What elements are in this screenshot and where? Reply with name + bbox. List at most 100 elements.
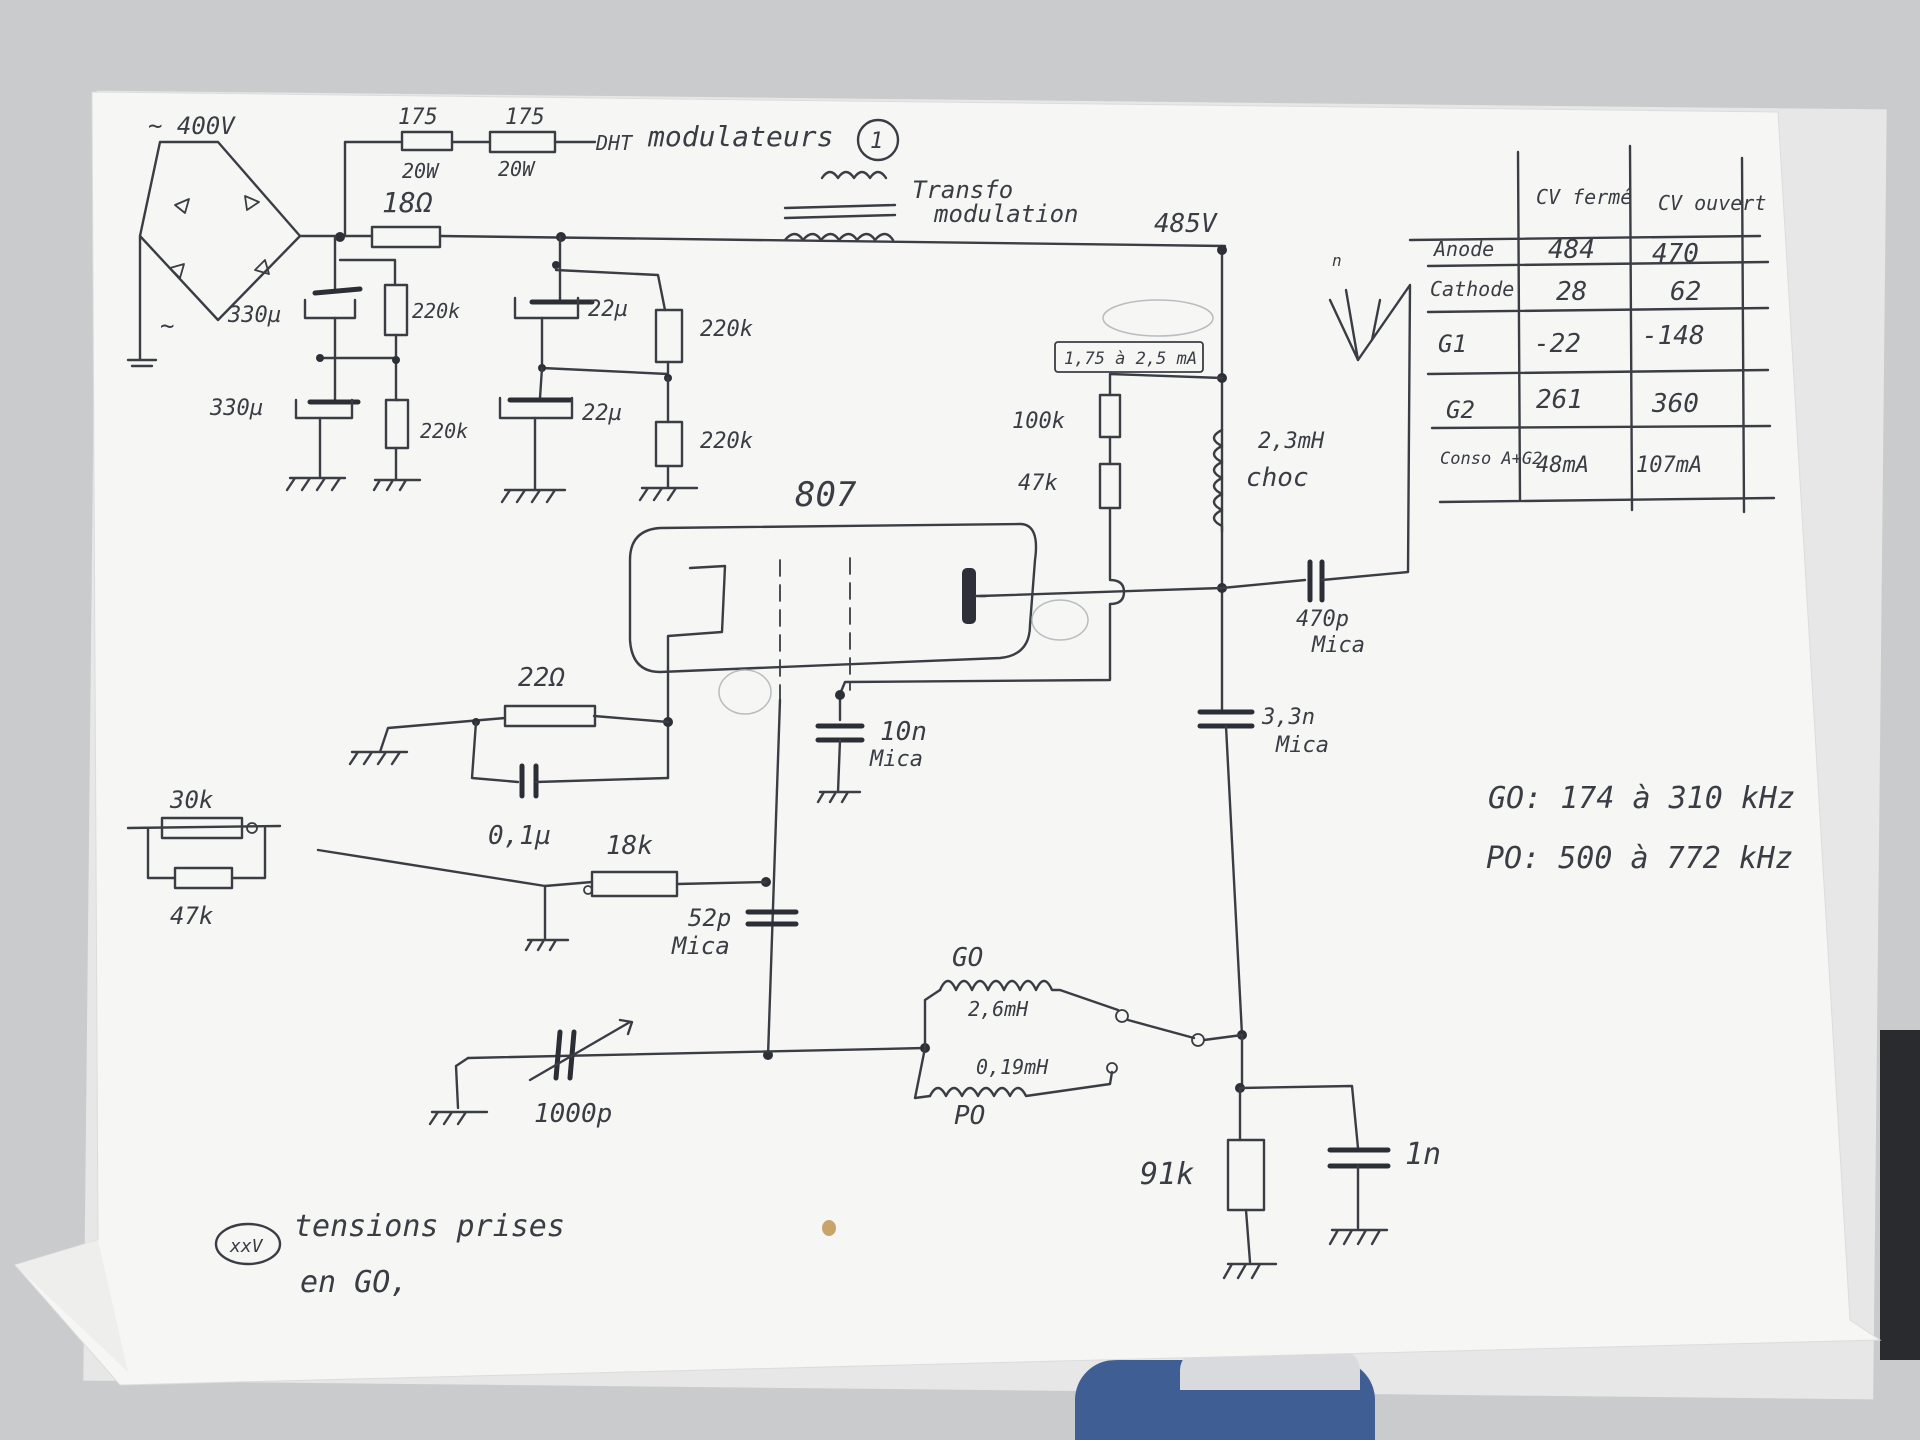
eraser-ghost: [1031, 599, 1089, 641]
ground-4: [638, 376, 699, 502]
ground-1: [285, 416, 347, 492]
cap-52p: [745, 909, 799, 927]
conso-a: 48mA: [1536, 453, 1589, 478]
note-badge-text: xxV: [229, 1236, 264, 1257]
resistor-47k: [173, 866, 234, 890]
choke-value: 2,3mH: [1258, 429, 1325, 454]
hv-voltage: 485V: [1154, 209, 1218, 239]
r22-label: 22Ω: [518, 663, 565, 693]
tube-name: 807: [795, 475, 857, 515]
po-inductance: 0,19mH: [976, 1055, 1049, 1079]
resistor-22-ohm: [503, 704, 597, 728]
cvar-label: 1000p: [534, 1099, 612, 1129]
r2-value: 175: [505, 105, 545, 130]
paper-fold-left: [15, 1240, 128, 1372]
mica-1: Mica: [1311, 633, 1365, 658]
cathode-element: [666, 564, 727, 670]
tube-807: 807: [628, 475, 1038, 701]
note-badge: [214, 1222, 282, 1266]
anode-b: 470: [1652, 239, 1699, 269]
antenna-mark: n: [1332, 251, 1342, 270]
r91k-label: 91k: [1140, 1157, 1194, 1192]
row-label-g1: G1: [1438, 330, 1467, 358]
r47k-label: 47k: [170, 902, 214, 930]
c01-label: 0,1µ: [488, 821, 551, 851]
cvar-ground: [428, 1056, 489, 1126]
go-range: GO: 174 à 310 kHz: [1488, 781, 1795, 816]
g2-b: 360: [1651, 389, 1699, 419]
cap-22u-1: [513, 296, 580, 320]
row-label-cathode: Cathode: [1430, 277, 1514, 301]
c52p-label: 52p: [688, 904, 731, 932]
r30k-label: 30k: [169, 786, 214, 814]
r220k-4-label: 220k: [700, 429, 753, 454]
g1-b: -148: [1642, 321, 1705, 351]
transfo-label-1: Transfo: [912, 176, 1013, 204]
c3-label: 22µ: [588, 297, 628, 322]
band-switch: [1126, 1018, 1196, 1040]
r220k-3-label: 220k: [700, 317, 753, 342]
cathode-ground: [348, 716, 507, 766]
g2-a: 261: [1536, 385, 1583, 415]
c4-label: 22µ: [582, 401, 622, 426]
r1-power: 20W: [402, 159, 440, 183]
switch-contact-po: [1106, 1062, 1118, 1074]
ac-mark: ~: [160, 312, 174, 340]
r18-label: 18Ω: [382, 186, 433, 219]
current-label: 1,75 à 2,5 mA: [1064, 349, 1197, 369]
r100k-label: 100k: [1012, 409, 1065, 434]
po-range: PO: 500 à 772 kHz: [1486, 841, 1793, 876]
choke-label: choc: [1246, 463, 1309, 493]
transfo-secondary: [783, 232, 895, 242]
row-label-g2: G2: [1446, 396, 1475, 424]
coil-go: [938, 979, 1120, 1012]
r47k-g2-label: 47k: [1018, 471, 1058, 496]
bridge-ground: [126, 234, 158, 368]
bridge-rectifier: [138, 140, 302, 322]
transfo-label-2: modulation: [933, 200, 1079, 228]
mica-2: Mica: [1275, 733, 1329, 758]
grid-line: [766, 698, 782, 1058]
cvar-arrow: [528, 1018, 634, 1082]
power-supply: ~ 400V ~ 175 20W 175 20W DHT modulateurs…: [126, 105, 1227, 504]
row-label-conso: Conso A+G2: [1440, 449, 1542, 469]
resistor-30k: [160, 816, 244, 840]
modulateurs-label: modulateurs: [647, 120, 833, 153]
cap-330u-1: [303, 298, 357, 320]
go-inductance: 2,6mH: [968, 997, 1029, 1021]
ref-circle: [856, 118, 900, 162]
note-line-2: en GO,: [300, 1265, 408, 1300]
eraser-ghost: [1102, 299, 1214, 337]
mains-label: ~ 400V: [148, 112, 236, 140]
measurement-table: CV fermé CV ouvert Anode 484 470 Cathode…: [1408, 144, 1776, 514]
g2-ground: [816, 738, 862, 804]
cathode-b: 62: [1670, 277, 1701, 307]
current-box: [1054, 341, 1204, 373]
ground-3: [500, 416, 567, 504]
r18k-label: 18k: [606, 831, 653, 861]
c2-label: 330µ: [209, 396, 263, 421]
r1-value: 175: [398, 105, 438, 130]
diodes: [169, 195, 270, 279]
ground-2: [372, 446, 422, 492]
r220k-2-label: 220k: [420, 419, 468, 443]
g1-a: -22: [1534, 329, 1581, 359]
antenna: [1320, 283, 1412, 582]
grid-ground: [524, 884, 570, 952]
cathode-a: 28: [1556, 277, 1587, 307]
voltage-note: xxV tensions prises en GO,: [214, 1209, 565, 1300]
mica-4: Mica: [671, 932, 730, 960]
ref-number: 1: [870, 129, 883, 154]
tube-envelope: [628, 522, 1038, 674]
band-ranges: GO: 174 à 310 kHz PO: 500 à 772 kHz: [1486, 781, 1795, 876]
row-label-anode: Anode: [1432, 237, 1494, 261]
c1n-label: 1n: [1405, 1137, 1441, 1172]
rf-choke: [1212, 428, 1224, 534]
hv-rail: [438, 234, 1227, 248]
conso-b: 107mA: [1636, 453, 1702, 478]
paper-sheet: [14, 91, 1882, 1386]
dht-label: DHT: [595, 131, 634, 155]
c470p-label: 470p: [1296, 607, 1349, 632]
anode-a: 484: [1548, 235, 1595, 265]
